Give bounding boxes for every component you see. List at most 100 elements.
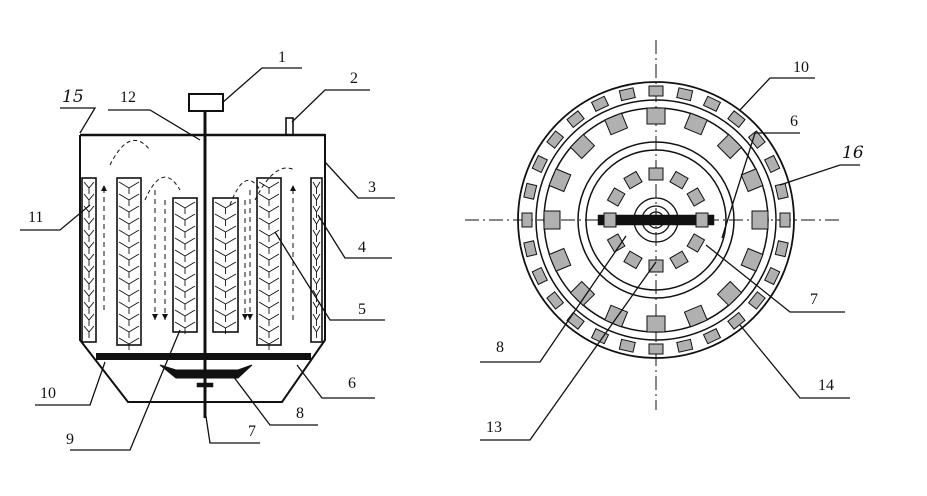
tube-block <box>646 315 666 333</box>
label-7-top: 7 <box>810 291 818 308</box>
tube-block <box>623 250 643 270</box>
tube-block <box>669 170 689 190</box>
label-3: 3 <box>368 179 376 196</box>
tube-block <box>740 247 764 272</box>
tube-block <box>676 87 694 102</box>
tube-block <box>747 291 766 310</box>
flow-arrowhead <box>152 314 158 320</box>
flow-arrowhead <box>162 314 168 320</box>
flow-loop <box>229 179 261 206</box>
label-12: 12 <box>120 89 136 106</box>
tube-block <box>546 291 565 310</box>
tube-block <box>648 167 664 181</box>
tube-column <box>172 197 198 333</box>
label-4: 4 <box>358 239 366 256</box>
label-10-side: 10 <box>40 385 56 402</box>
tube-block <box>548 247 572 272</box>
tube-block <box>774 240 789 258</box>
tube-block <box>604 112 629 136</box>
tube-block <box>716 280 743 307</box>
outer-ring-outer <box>517 81 795 359</box>
tube-block <box>648 85 664 97</box>
tube-block <box>590 95 610 112</box>
tube-block <box>751 210 769 230</box>
tube-block <box>779 212 791 228</box>
tube-block <box>669 250 689 270</box>
label-5: 5 <box>358 301 366 318</box>
label-11: 11 <box>28 209 43 226</box>
tube-block <box>646 107 666 125</box>
tube-block <box>740 168 764 193</box>
tube-block <box>548 168 572 193</box>
flow-loop <box>109 140 151 166</box>
tube-block <box>569 133 596 160</box>
tube-block <box>531 266 548 286</box>
tube-block <box>590 328 610 345</box>
tube-block <box>521 212 533 228</box>
top-leader-lines <box>480 77 860 441</box>
tube-block <box>618 338 636 353</box>
tube-block <box>702 95 722 112</box>
label-6-top: 6 <box>790 113 798 130</box>
side-section-view <box>79 93 326 418</box>
label-9: 9 <box>66 431 74 448</box>
flow-arrowhead <box>101 185 107 191</box>
tube-block <box>683 112 708 136</box>
label-8-side: 8 <box>296 405 304 422</box>
tube-block <box>774 182 789 200</box>
outlet-stub <box>285 117 294 136</box>
tube-block <box>543 210 561 230</box>
tube-block <box>523 182 538 200</box>
label-13: 13 <box>486 419 502 436</box>
label-8-top: 8 <box>496 339 504 356</box>
tube-block <box>623 170 643 190</box>
tube-block <box>546 130 565 149</box>
tube-block <box>727 311 746 330</box>
tube-block <box>648 343 664 355</box>
tube-fill-pattern <box>174 201 196 334</box>
tube-block <box>604 304 629 328</box>
tube-fill-pattern <box>214 201 237 334</box>
tube-block <box>764 154 781 174</box>
tube-fill-pattern <box>258 181 280 350</box>
tube-block <box>603 212 617 228</box>
tube-block <box>523 240 538 258</box>
bottom-bearing <box>196 382 214 388</box>
tube-block <box>531 154 548 174</box>
tube-block <box>764 266 781 286</box>
tube-block <box>566 110 585 129</box>
tube-block <box>618 87 636 102</box>
tube-block <box>686 233 706 253</box>
tube-block <box>606 233 626 253</box>
flow-arrowhead <box>247 314 253 320</box>
label-7-side: 7 <box>248 423 256 440</box>
motor-box <box>188 93 224 112</box>
tube-column <box>212 197 239 333</box>
tube-block <box>695 212 709 228</box>
label-1: 1 <box>278 49 286 66</box>
tube-fill-pattern <box>312 181 321 338</box>
label-16: 16 <box>842 143 864 163</box>
outer-ring-inner <box>535 99 777 341</box>
tube-block <box>569 280 596 307</box>
impeller-bar <box>597 214 715 226</box>
tube-block <box>686 187 706 207</box>
tube-block <box>727 110 746 129</box>
tube-fill-pattern <box>118 181 140 350</box>
flow-arrowhead <box>242 314 248 320</box>
flow-loop <box>254 167 296 201</box>
flow-arrows <box>101 140 296 320</box>
tube-column <box>310 177 323 343</box>
label-14: 14 <box>818 377 834 394</box>
tube-column <box>81 177 97 343</box>
flow-arrowhead <box>290 185 296 191</box>
label-15: 15 <box>62 87 84 107</box>
tube-block <box>676 338 694 353</box>
middle-ring-inner <box>577 141 735 299</box>
tube-fill-pattern <box>83 181 95 338</box>
tube-block <box>747 130 766 149</box>
draft-tubes <box>81 177 323 350</box>
tube-block <box>716 133 743 160</box>
impeller <box>159 364 253 379</box>
